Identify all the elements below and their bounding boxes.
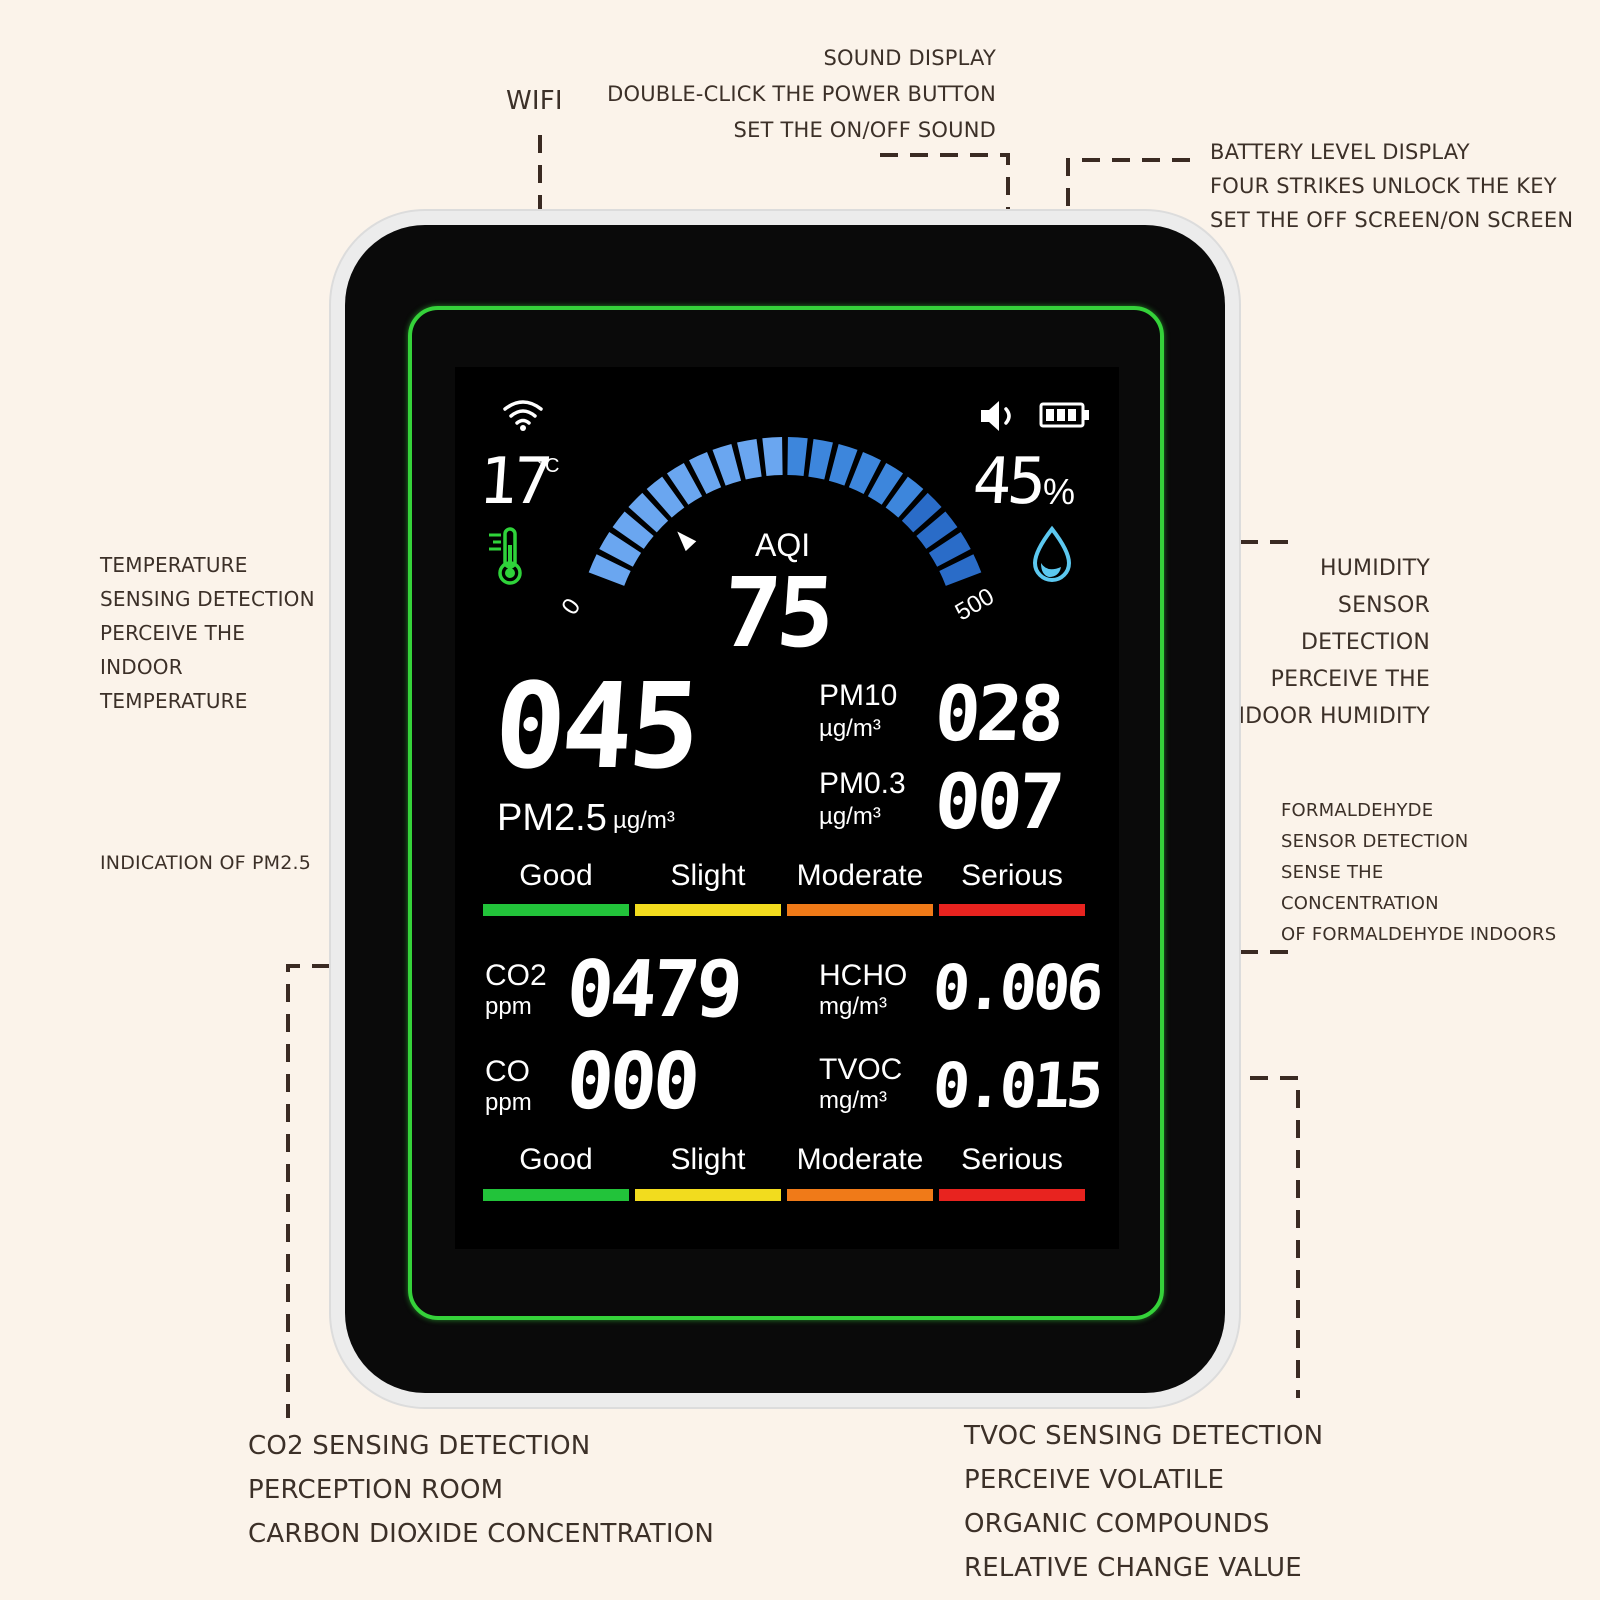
pm10-unit: µg/m³ bbox=[819, 715, 881, 742]
pm25-value: 045 bbox=[490, 657, 701, 795]
aqi-gauge-segment bbox=[828, 443, 858, 486]
co2-unit: ppm bbox=[485, 993, 532, 1020]
pm03-value: 007 bbox=[931, 757, 1064, 846]
formaldehyde-annotation: FORMALDEHYDE SENSOR DETECTION SENSE THE … bbox=[1281, 800, 1557, 945]
display-screen: 17 °C 45 % 0 500 AQI 75 045 PM2.5 µg/m³ … bbox=[455, 367, 1119, 1249]
battery-annotation: BATTERY LEVEL DISPLAY FOUR STRIKES UNLOC… bbox=[1210, 140, 1574, 232]
aqi-gauge-segment bbox=[867, 462, 904, 505]
level-good-2: Good bbox=[519, 1143, 593, 1176]
green-frame bbox=[408, 306, 1164, 1320]
aqi-gauge-segment bbox=[612, 511, 654, 549]
aqi-gauge-segment bbox=[762, 437, 783, 477]
aqi-gauge-segment bbox=[901, 492, 942, 533]
aqi-gauge-segment bbox=[628, 492, 669, 533]
pm03-label: PM0.3 bbox=[819, 767, 906, 800]
tvoc-label: TVOC bbox=[819, 1053, 903, 1086]
tvoc-unit: mg/m³ bbox=[819, 1087, 887, 1114]
aqi-gauge-segment bbox=[848, 452, 881, 495]
level-serious-1: Serious bbox=[961, 859, 1063, 892]
aqi-label: AQI bbox=[755, 527, 811, 563]
battery-icon bbox=[1039, 402, 1089, 428]
aqi-value: 75 bbox=[719, 557, 835, 669]
aqi-gauge-segment bbox=[939, 554, 982, 586]
level-bar-moderate-1 bbox=[787, 904, 933, 916]
level-good-1: Good bbox=[519, 859, 593, 892]
pm03-unit: µg/m³ bbox=[819, 803, 881, 830]
humidity-annotation: HUMIDITY SENSOR DETECTION PERCEIVE THE I… bbox=[1221, 556, 1430, 729]
aqi-gauge-segment bbox=[666, 462, 703, 505]
wifi-annotation: WIFI bbox=[506, 86, 563, 116]
air-quality-monitor: 17 °C 45 % 0 500 AQI 75 045 PM2.5 µg/m³ … bbox=[345, 225, 1225, 1393]
aqi-gauge-segment bbox=[588, 554, 631, 586]
pm10-value: 028 bbox=[931, 669, 1064, 758]
temperature-annotation: TEMPERATURE SENSING DETECTION PERCEIVE T… bbox=[100, 553, 315, 713]
aqi-gauge-segment bbox=[599, 532, 642, 567]
co-unit: ppm bbox=[485, 1089, 532, 1116]
aqi-gauge bbox=[588, 437, 982, 586]
level-bar-moderate-2 bbox=[787, 1189, 933, 1201]
tvoc-annotation: TVOC SENSING DETECTION PERCEIVE VOLATILE… bbox=[964, 1421, 1324, 1583]
aqi-gauge-segment bbox=[646, 476, 685, 518]
level-bar-slight-2 bbox=[635, 1189, 781, 1201]
aqi-gauge-segment bbox=[737, 438, 762, 480]
temperature-unit: °C bbox=[537, 455, 560, 477]
level-bar-serious-1 bbox=[939, 904, 1085, 916]
pm25-unit: µg/m³ bbox=[613, 807, 675, 834]
pm25-annotation: INDICATION OF PM2.5 bbox=[100, 852, 312, 874]
level-bar-serious-2 bbox=[939, 1189, 1085, 1201]
humidity-unit: % bbox=[1043, 471, 1076, 512]
hcho-value: 0.006 bbox=[930, 951, 1103, 1024]
aqi-gauge-segment bbox=[928, 532, 971, 567]
hcho-unit: mg/m³ bbox=[819, 993, 887, 1020]
level-slight-1: Slight bbox=[670, 859, 746, 892]
thermometer-icon bbox=[489, 527, 522, 585]
level-moderate-2: Moderate bbox=[796, 1143, 924, 1176]
hcho-label: HCHO bbox=[819, 959, 908, 992]
level-moderate-1: Moderate bbox=[796, 859, 924, 892]
co2-value: 0479 bbox=[563, 945, 742, 1035]
aqi-gauge-segment bbox=[787, 437, 808, 477]
level-serious-2: Serious bbox=[961, 1143, 1063, 1176]
aqi-pointer-icon bbox=[677, 531, 697, 552]
aqi-gauge-segment bbox=[689, 452, 722, 495]
level-bar-good-1 bbox=[483, 904, 629, 916]
pm25-label: PM2.5 bbox=[497, 797, 607, 839]
level-slight-2: Slight bbox=[670, 1143, 746, 1176]
aqi-gauge-segment bbox=[808, 438, 833, 480]
tvoc-value: 0.015 bbox=[930, 1049, 1103, 1122]
pm10-label: PM10 bbox=[819, 679, 898, 712]
sound-annotation: SOUND DISPLAY DOUBLE-CLICK THE POWER BUT… bbox=[607, 46, 996, 142]
aqi-gauge-segment bbox=[885, 476, 924, 518]
co2-annotation: CO2 SENSING DETECTION PERCEPTION ROOM CA… bbox=[248, 1431, 715, 1549]
co2-label: CO2 bbox=[485, 959, 547, 992]
co-value: 000 bbox=[563, 1037, 700, 1127]
speaker-icon bbox=[981, 401, 1011, 431]
water-drop-icon bbox=[1032, 525, 1072, 582]
wifi-icon bbox=[503, 400, 543, 431]
co-label: CO bbox=[485, 1055, 530, 1088]
level-bar-good-2 bbox=[483, 1189, 629, 1201]
level-bar-slight-1 bbox=[635, 904, 781, 916]
aqi-gauge-segment bbox=[712, 443, 742, 486]
aqi-gauge-segment bbox=[916, 511, 958, 549]
